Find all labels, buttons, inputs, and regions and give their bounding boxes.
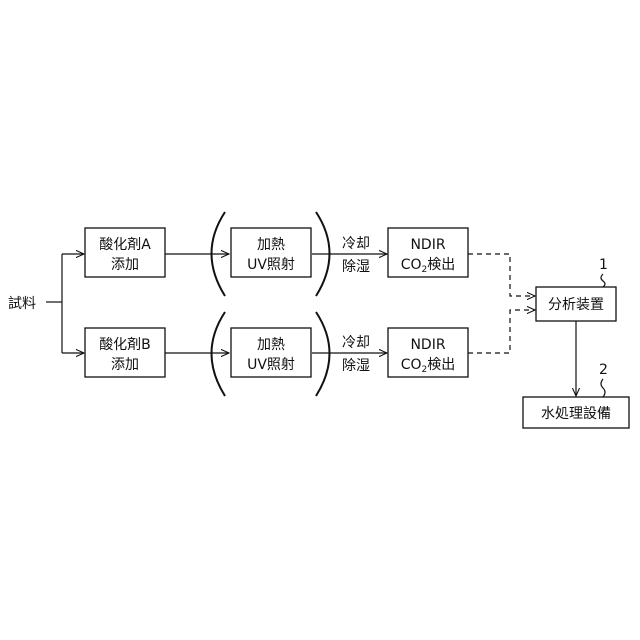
signal-line-top [468,254,535,296]
ndir-bottom-line1: NDIR [410,337,445,353]
water-treatment-ref-number: 2 [599,362,608,378]
heat-bottom-line2: UV照射 [247,357,295,373]
signal-line-bottom [468,310,535,353]
heat-bottom-right-paren [316,312,330,396]
cool-top-line2: 除湿 [342,259,370,275]
ndir-top-line2: CO2検出 [401,257,456,275]
oxidant-a-line1: 酸化剤A [99,237,151,253]
heat-bottom-left-paren [212,312,226,396]
cool-bottom-line1: 冷却 [342,335,370,351]
cool-bottom-line2: 除湿 [342,358,370,374]
water-treatment-label: 水処理設備 [541,406,611,422]
ndir-top-line1: NDIR [410,237,445,253]
heat-top-line2: UV照射 [247,257,295,273]
cool-top-line1: 冷却 [342,236,370,252]
oxidant-b-line2: 添加 [111,357,139,373]
analyzer-ref-leader [601,274,605,287]
heat-bottom-line1: 加熱 [257,337,285,353]
oxidant-b-line1: 酸化剤B [99,337,151,353]
water-treatment-ref-leader [601,379,605,397]
analyzer-label: 分析装置 [548,297,604,313]
heat-top-line1: 加熱 [257,237,285,253]
sample-label: 試料 [8,296,36,312]
ndir-bottom-line2: CO2検出 [401,357,456,375]
oxidant-a-line2: 添加 [111,257,139,273]
analyzer-ref-number: 1 [599,257,608,273]
